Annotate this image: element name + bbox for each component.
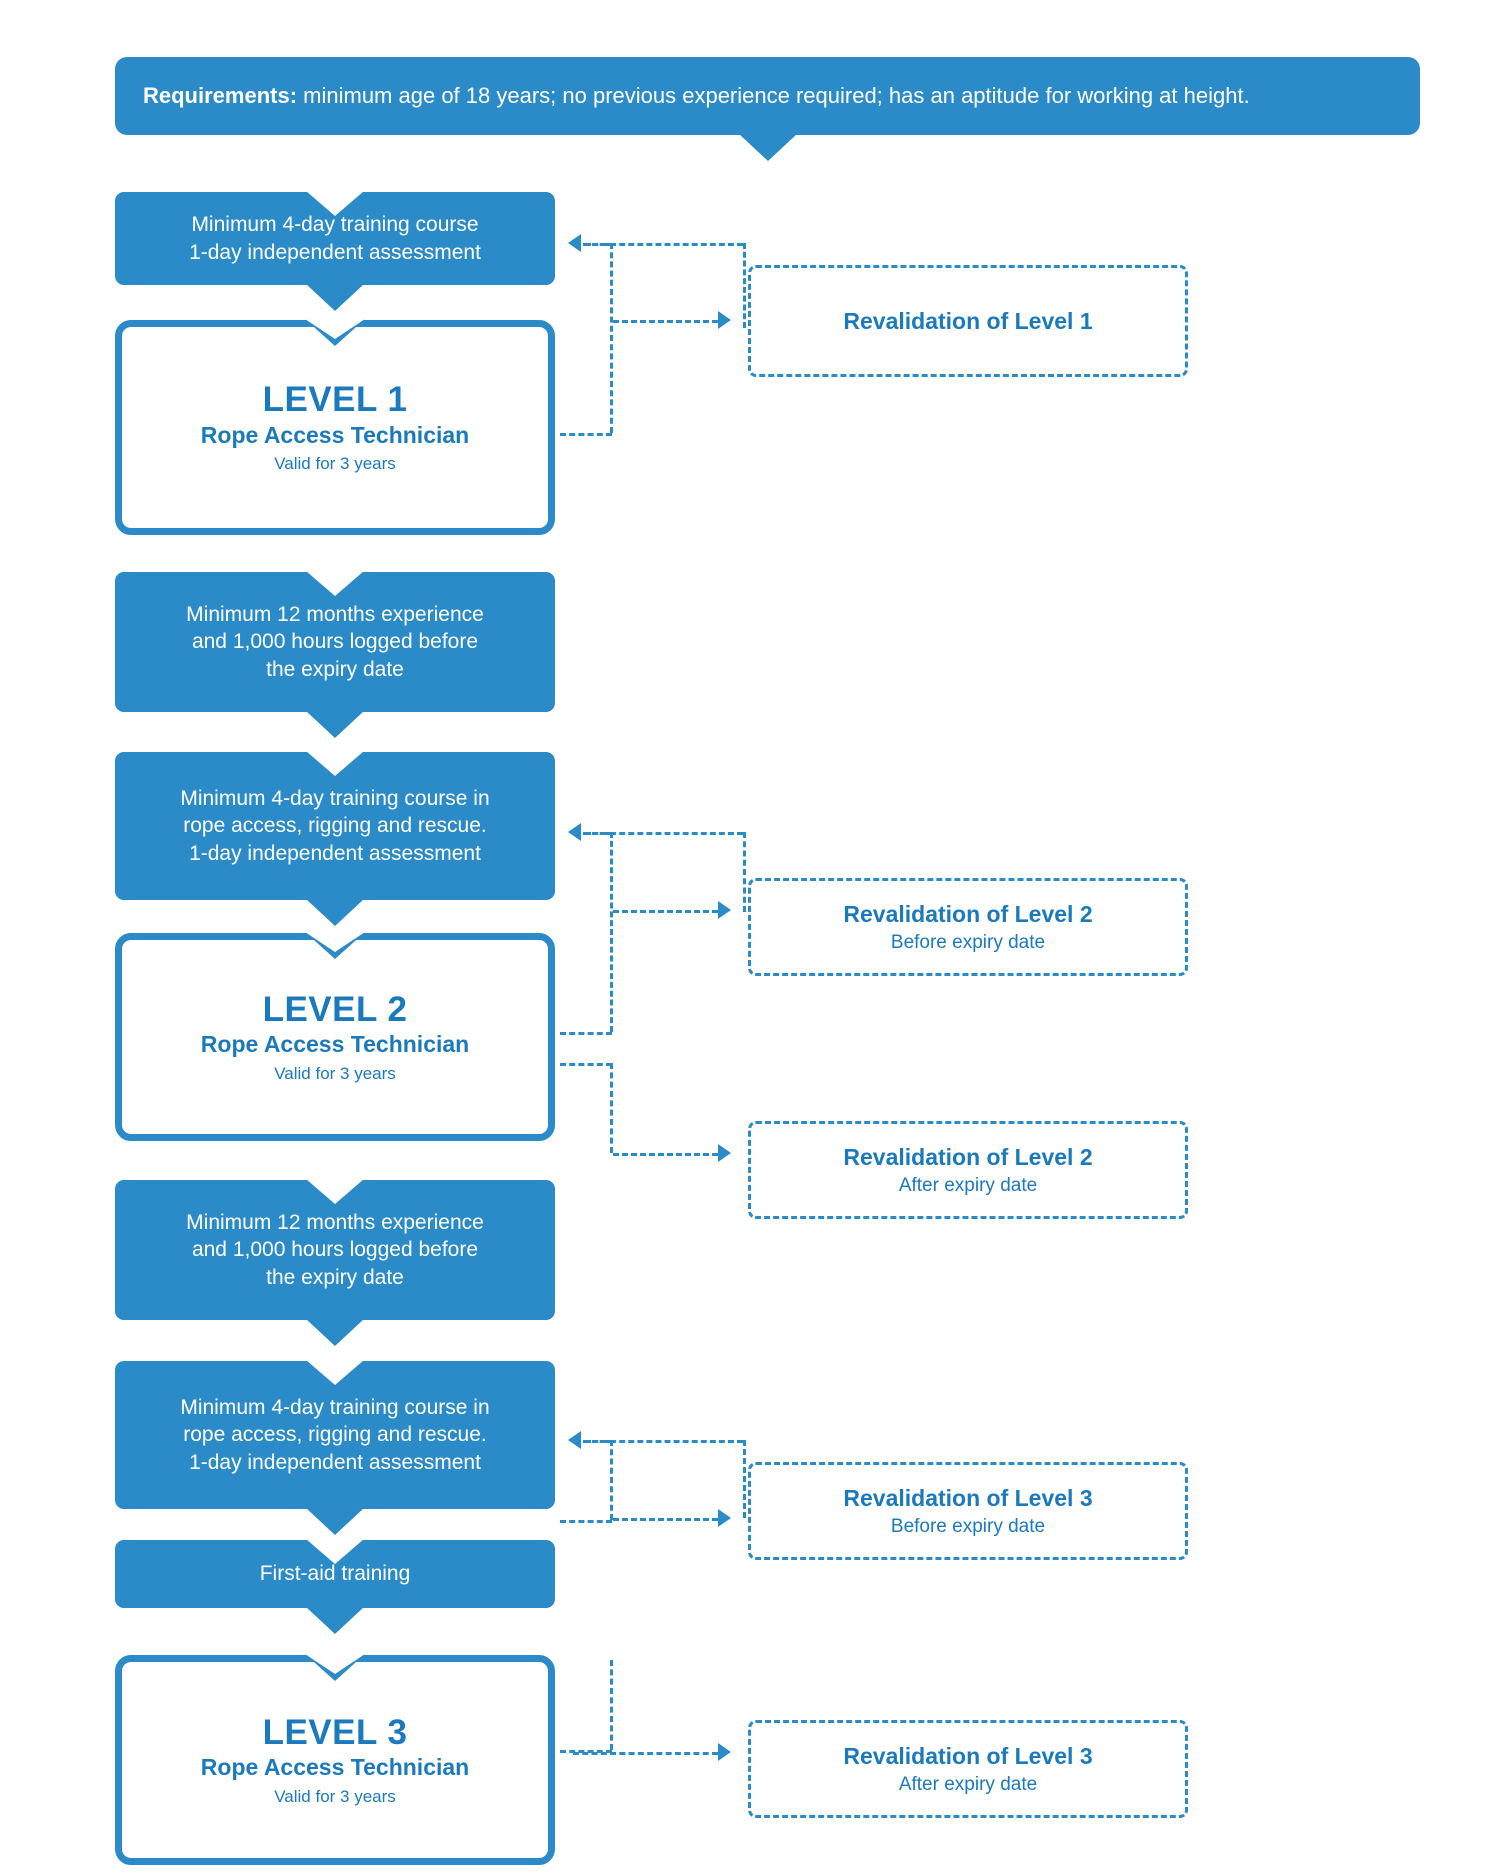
revalidation-level-1-card: Revalidation of Level 1 (748, 265, 1188, 377)
connector-level2-before-to-revalidation (613, 910, 718, 913)
level-1-card: LEVEL 1 Rope Access Technician Valid for… (115, 319, 555, 535)
notch-icon (305, 319, 365, 346)
revalidation-title: Revalidation of Level 1 (843, 307, 1093, 334)
step-level1-training: Minimum 4-day training course 1-day inde… (115, 191, 555, 311)
step-line-3: the expiry date (266, 657, 404, 681)
notch-icon (305, 932, 365, 959)
connector-level2-after-vertical (610, 1063, 613, 1153)
connector-level3-before-bottom (560, 1520, 612, 1523)
level-subtitle: Rope Access Technician (200, 421, 470, 448)
connector-level1-vertical (610, 243, 613, 433)
level-title: LEVEL 1 (262, 380, 408, 420)
level-validity: Valid for 3 years (274, 1063, 396, 1083)
arrow-right-icon (718, 1509, 731, 1527)
revalidation-level-3-before-card: Revalidation of Level 3 Before expiry da… (748, 1462, 1188, 1560)
connector-level3-after-to-revalidation (573, 1752, 718, 1755)
notch-icon (306, 1360, 364, 1385)
notch-icon (306, 191, 364, 216)
connector-level1-riser (743, 243, 746, 328)
level-title: LEVEL 3 (262, 1712, 408, 1752)
down-arrow-connector (306, 1508, 364, 1535)
connector-level3-before-riser (743, 1440, 746, 1518)
revalidation-subtitle: After expiry date (898, 1773, 1038, 1795)
step-line-2: 1-day independent assessment (189, 240, 481, 264)
notch-icon (306, 1179, 364, 1204)
connector-level2-before-bottom (560, 1032, 612, 1035)
arrow-left-icon (568, 1431, 581, 1449)
connector-level2-before-return (585, 832, 613, 835)
notch-icon (306, 1539, 364, 1564)
notch-icon (305, 1654, 365, 1681)
connector-level1-top-horizontal (583, 243, 743, 246)
connector-level2-before-top (583, 832, 743, 835)
step-line-3: 1-day independent assessment (189, 841, 481, 865)
step-line-1: Minimum 4-day training course (191, 213, 479, 237)
connector-level2-before-riser (743, 832, 746, 912)
down-arrow-connector (306, 711, 364, 738)
step-line-2: and 1,000 hours logged before (191, 630, 479, 654)
connector-level2-after-top (560, 1063, 612, 1066)
step-line-2: rope access, rigging and rescue. (183, 814, 487, 838)
level-validity: Valid for 3 years (274, 1786, 396, 1806)
revalidation-title: Revalidation of Level 3 (843, 1484, 1093, 1511)
step-first-aid-training: First-aid training (115, 1539, 555, 1634)
step-level3-training: Minimum 4-day training course in rope ac… (115, 1360, 555, 1535)
revalidation-subtitle: Before expiry date (890, 1515, 1046, 1537)
step-line-1: Minimum 12 months experience (186, 603, 484, 627)
revalidation-level-2-after-card: Revalidation of Level 2 After expiry dat… (748, 1121, 1188, 1219)
connector-level2-after-to-revalidation (613, 1153, 718, 1156)
down-arrow-connector (306, 1319, 364, 1346)
revalidation-subtitle: Before expiry date (890, 931, 1046, 953)
down-arrow-connector (306, 899, 364, 926)
step-line-3: the expiry date (266, 1265, 404, 1289)
step-line-1: Minimum 4-day training course in (180, 1396, 490, 1420)
connector-level1-return (585, 243, 613, 246)
connector-level1-to-revalidation (613, 320, 718, 323)
step-line-2: rope access, rigging and rescue. (183, 1423, 487, 1447)
revalidation-title: Revalidation of Level 2 (843, 900, 1093, 927)
level-subtitle: Rope Access Technician (200, 1031, 470, 1058)
arrow-right-icon (718, 901, 731, 919)
step-line-1: Minimum 4-day training course in (180, 787, 490, 811)
arrow-right-icon (718, 1144, 731, 1162)
level-2-card: LEVEL 2 Rope Access Technician Valid for… (115, 932, 555, 1141)
arrow-left-icon (568, 234, 581, 252)
step-experience-2: Minimum 12 months experience and 1,000 h… (115, 1179, 555, 1346)
arrow-left-icon (568, 823, 581, 841)
step-line-1: First-aid training (259, 1562, 411, 1586)
connector-level2-before-vertical (610, 832, 613, 1032)
revalidation-title: Revalidation of Level 2 (843, 1143, 1093, 1170)
step-experience-1: Minimum 12 months experience and 1,000 h… (115, 571, 555, 738)
level-validity: Valid for 3 years (274, 454, 396, 474)
step-level2-training: Minimum 4-day training course in rope ac… (115, 751, 555, 926)
arrow-right-icon (718, 1743, 731, 1761)
arrow-right-icon (718, 311, 731, 329)
connector-level3-before-return (585, 1440, 613, 1443)
notch-icon (306, 571, 364, 596)
requirements-text: minimum age of 18 years; no previous exp… (297, 82, 1250, 108)
level-3-card: LEVEL 3 Rope Access Technician Valid for… (115, 1654, 555, 1865)
connector-level3-after-top (560, 1750, 612, 1753)
step-line-2: and 1,000 hours logged before (191, 1238, 479, 1262)
revalidation-level-3-after-card: Revalidation of Level 3 After expiry dat… (748, 1720, 1188, 1818)
down-arrow-connector (306, 284, 364, 311)
connector-level3-before-to-revalidation (613, 1518, 718, 1521)
level-title: LEVEL 2 (262, 989, 408, 1029)
down-arrow-connector (306, 1607, 364, 1634)
requirements-banner: Requirements: minimum age of 18 years; n… (115, 57, 1420, 161)
requirements-lead: Requirements: (143, 82, 298, 108)
connector-level3-before-vertical (610, 1440, 613, 1520)
revalidation-title: Revalidation of Level 3 (843, 1742, 1093, 1769)
connector-level1-bottom-horizontal (560, 433, 612, 436)
step-line-3: 1-day independent assessment (189, 1450, 481, 1474)
connector-level3-before-top (583, 1440, 743, 1443)
revalidation-subtitle: After expiry date (898, 1174, 1038, 1196)
level-subtitle: Rope Access Technician (200, 1754, 470, 1781)
connector-level3-after-vertical (610, 1660, 613, 1750)
revalidation-level-2-before-card: Revalidation of Level 2 Before expiry da… (748, 878, 1188, 976)
notch-icon (306, 751, 364, 776)
down-arrow-connector (738, 134, 797, 161)
step-line-1: Minimum 12 months experience (186, 1211, 484, 1235)
